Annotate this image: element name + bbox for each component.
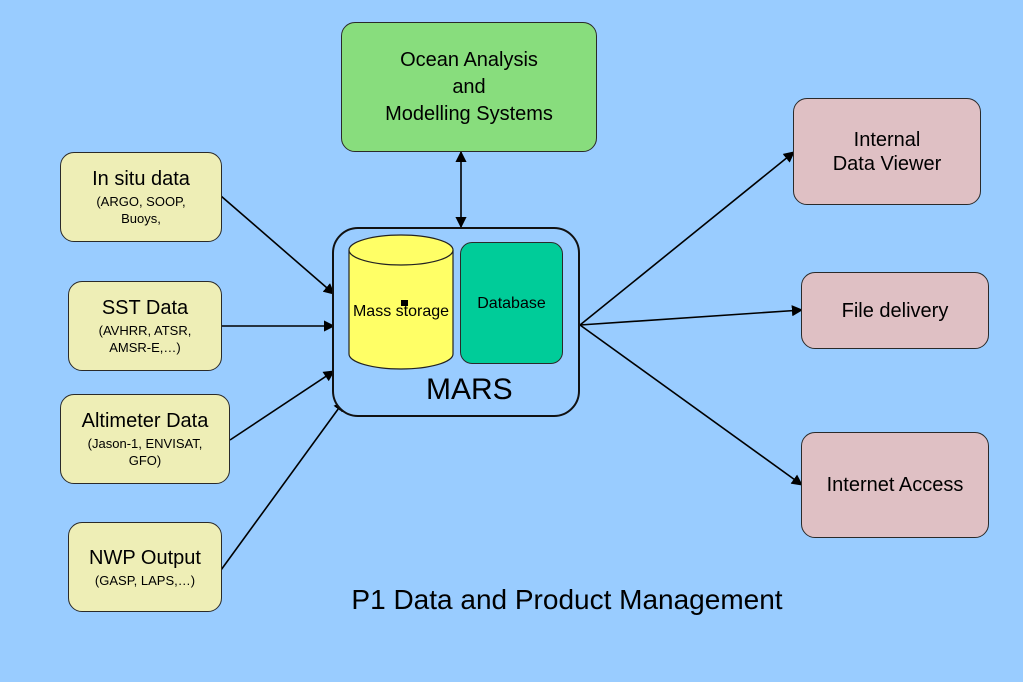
- source-title: In situ data: [92, 168, 190, 190]
- output-line2: Data Viewer: [832, 152, 942, 175]
- arrow-nwp-mars: [220, 400, 345, 571]
- source-detail: GFO): [128, 453, 162, 468]
- source-detail: (Jason-1, ENVISAT,: [87, 436, 203, 451]
- internal-data-viewer-box: Internal Data Viewer: [793, 98, 981, 205]
- source-detail: (AVHRR, ATSR,: [98, 323, 192, 338]
- ocean-analysis-box: Ocean Analysis and Modelling Systems: [341, 22, 597, 152]
- page-title: P1 Data and Product Management: [351, 584, 783, 615]
- database-box: Database: [460, 242, 563, 364]
- source-detail: (GASP, LAPS,…): [94, 572, 196, 588]
- source-title: SST Data: [101, 297, 189, 319]
- output-line1: File delivery: [841, 299, 949, 322]
- handle-marker: [401, 300, 408, 306]
- file-delivery-box: File delivery: [801, 272, 989, 349]
- ocean-line1: Ocean Analysis: [400, 48, 538, 71]
- altimeter-data-box: Altimeter Data (Jason-1, ENVISAT, GFO): [60, 394, 230, 484]
- output-line1: Internet Access: [826, 474, 964, 496]
- sst-data-box: SST Data (AVHRR, ATSR, AMSR-E,…): [68, 281, 222, 371]
- source-title: NWP Output: [89, 546, 201, 569]
- source-detail: Buoys,: [121, 211, 161, 226]
- source-title: Altimeter Data: [81, 410, 209, 432]
- arrow-mars-viewer: [579, 151, 795, 326]
- source-detail: (ARGO, SOOP,: [96, 194, 186, 209]
- ocean-line2: and: [452, 75, 486, 98]
- arrow-insitu-mars: [220, 195, 335, 295]
- ocean-line3: Modelling Systems: [385, 102, 553, 125]
- in-situ-data-box: In situ data (ARGO, SOOP, Buoys,: [60, 152, 222, 242]
- database-label: Database: [477, 295, 546, 312]
- arrow-mars-file: [579, 305, 804, 326]
- source-detail: AMSR-E,…): [109, 340, 181, 355]
- arrow-mars-internet: [579, 324, 803, 486]
- mass-storage-label: Mass storage: [352, 303, 450, 320]
- mass-storage-cylinder: [348, 234, 454, 370]
- internet-access-box: Internet Access: [801, 432, 989, 538]
- arrow-altimeter-mars: [229, 370, 335, 441]
- mars-label: MARS: [426, 373, 513, 406]
- nwp-output-box: NWP Output (GASP, LAPS,…): [68, 522, 222, 612]
- output-line1: Internal: [853, 128, 921, 151]
